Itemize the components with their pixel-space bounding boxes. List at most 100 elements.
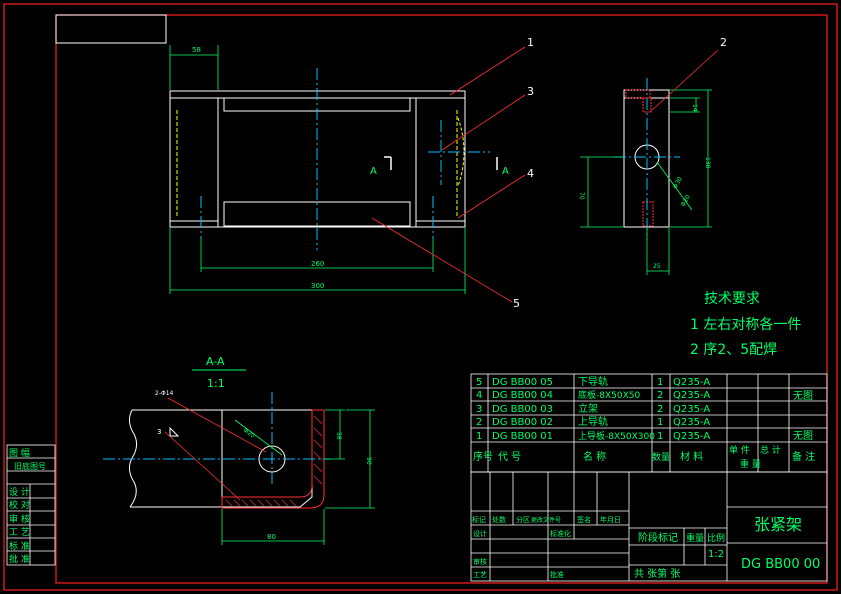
bom-header-qty: 数量 [652,451,670,463]
side-block-grid [6,444,56,566]
section-mark-left: A [370,166,377,177]
bom-row-4: 2 DG BB00 02 上导轨 1 Q235-A [476,415,710,428]
bom-row-1: 5 DG BB00 05 下导轨 1 Q235-A 无图 [476,375,813,402]
section-title: A-A [206,355,225,368]
section-scale: 1:1 [207,377,225,390]
balloon-4: 4 [527,167,534,180]
bom-row-1-name: 下导轨 [578,375,608,388]
dim-side-70: 70 [578,192,585,200]
tech-title: 技术要求 [704,291,760,307]
bom-row-5-qty: 1 [657,431,663,442]
bom-row-1-mat: Q235-A [673,377,710,388]
balloon-5: 5 [513,297,520,310]
bom-row-2-no: 4 [476,390,482,401]
scale-value: 1:2 [708,549,724,560]
bom-row-3-name: 立架 [578,402,598,415]
tech-line-1: 1 左右对称各一件 [690,317,801,333]
rev-label-2: 分区 [516,515,530,524]
side-block-row-5: 批 准 [9,553,30,565]
bom-row-5-mat: Q235-A [673,431,710,442]
side-block-row-4: 标 准 [9,540,30,552]
bom-header-no: 序号 [473,450,493,463]
bom-header-unit: 单 件 [729,444,750,456]
balloon-2: 2 [720,36,727,49]
bom-header-total: 总 计 [760,444,781,456]
code-box [55,14,167,44]
rev-label-5: 年月日 [600,515,621,524]
section-dimension-lines [221,409,375,545]
section-leader-holes [167,397,267,453]
section-ref: 3 [157,428,161,436]
dim-side-138: 138 [704,157,711,169]
role-label-0: 设计 [473,529,487,538]
dim-section-w: 80 [267,533,276,541]
front-hidden-lines [176,110,458,218]
bom-header-note: 备 注 [792,450,815,463]
side-leader [649,49,719,113]
dim-overall: 300 [311,282,324,290]
section-holes-note: 2-Φ14 [155,390,174,397]
bom-row-5: 1 DG BB00 01 上导板-8X50X300 1 Q235-A 无图 [476,430,813,442]
dim-inner: 260 [311,260,324,268]
side-block-row-0: 设 计 [9,486,30,498]
ratio-label: 比例 [707,532,725,544]
dim-side-25: 25 [653,263,661,270]
role-label-4: 批准 [550,570,564,579]
front-weld [457,117,465,187]
bom-row-2-qty: 2 [657,390,663,401]
dim-side-14: 14 [691,104,698,112]
side-block-row-3: 工 艺 [9,527,30,538]
tech-line-2: 2 序2、5配焊 [690,342,777,358]
bom-row-3-no: 3 [476,404,482,415]
bom-row-5-no: 1 [476,431,482,442]
bom-row-5-name: 上导板-8X50X300 [578,430,655,442]
bom-row-2: 4 DG BB00 04 底板-8X50X50 2 Q235-A [476,389,710,401]
balloon-1: 1 [527,36,534,49]
rev-labels: 标记 处数 分区 更改文件号 签名 年月日 [472,515,621,524]
bom-row-4-code: DG BB00 02 [492,417,553,428]
bom-row-4-name: 上导轨 [578,415,608,428]
section-hole-dim: Φ20 [242,427,256,440]
sheet-info: 共 张第 张 [634,567,680,580]
stage-label: 阶段标记 [638,531,678,544]
rev-label-1: 处数 [492,515,506,524]
rev-label-4: 签名 [577,515,591,524]
bom-row-2-mat: Q235-A [673,390,710,401]
bom-row-3-code: DG BB00 03 [492,404,553,415]
front-dimension-lines [169,45,466,294]
bom-row-2-code: DG BB00 04 [492,390,553,401]
front-leaders [371,46,526,303]
rev-label-3: 更改文件号 [531,516,561,524]
side-block-label1: 图 幅 [9,447,30,459]
bom-row-3-qty: 2 [657,404,663,415]
side-block-row-1: 校 对 [9,499,30,511]
drawing-name: 张紧架 [754,515,802,534]
bom-row-5-note: 无图 [793,430,813,442]
side-view [614,78,680,240]
section-leader-3 [164,431,241,501]
role-label-3: 工艺 [473,571,487,579]
dim-side-hole: Φ30 [672,176,684,190]
dim-section-h1: 58 [335,432,342,440]
outer-border [3,3,838,591]
title-block-grid [470,471,828,582]
section-mark-lines [384,156,498,170]
side-block-label2: 旧底图号 [14,461,46,471]
role-labels: 设计 标准化 审核 工艺 批准 [473,529,571,579]
dim-section-h2: 90 [365,457,372,465]
bom-row-4-qty: 1 [657,417,663,428]
side-block-row-2: 审 核 [9,513,30,525]
bom-header-code: 代 号 [498,451,521,463]
role-label-2: 审核 [473,557,487,566]
bom-row-4-no: 2 [476,417,482,428]
front-centerlines [200,68,490,250]
rev-label-0: 标记 [472,515,486,524]
side-dimension-lines [580,89,712,275]
bom-row-3-mat: Q235-A [673,404,710,415]
balloon-3: 3 [527,85,534,98]
bom-row-1-note: 无图 [793,390,813,402]
section-mark-right: A [502,166,509,177]
bom-row-3: 3 DG BB00 03 立架 2 Q235-A [476,402,710,415]
bom-row-2-name: 底板-8X50X50 [578,389,640,401]
